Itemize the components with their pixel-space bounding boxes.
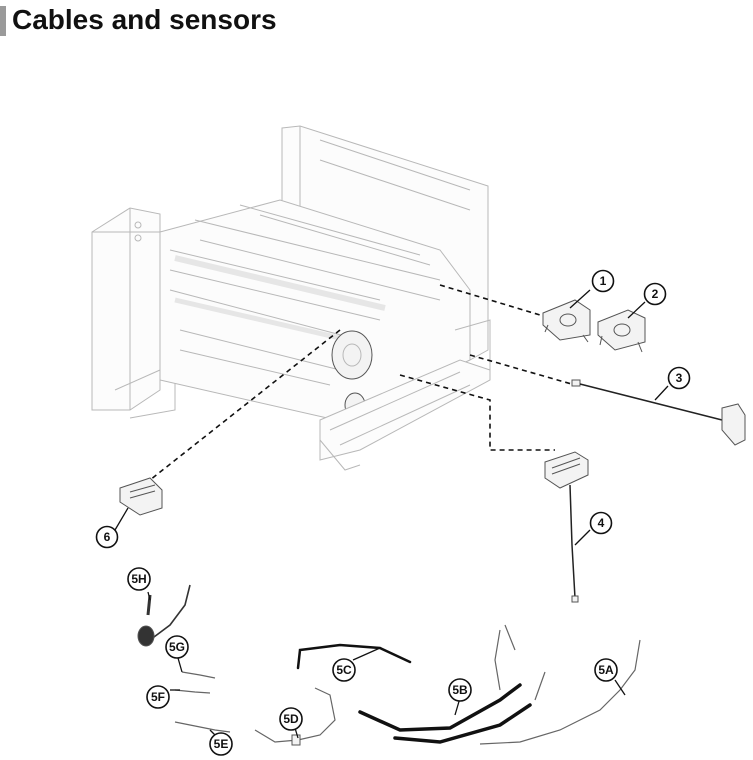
callout-label-5h: 5H (131, 572, 146, 586)
part-4-sensor-cable (544, 451, 589, 603)
callout-2: 2 (643, 282, 667, 306)
cable-5f (174, 689, 211, 694)
page-title: Cables and sensors (12, 4, 277, 35)
callout-leaders (114, 289, 669, 739)
callout-5g: 5G (165, 635, 189, 659)
callout-label-3: 3 (676, 371, 683, 385)
cable-5h (137, 584, 191, 647)
callout-label-5d: 5D (283, 712, 299, 726)
callout-5f: 5F (146, 685, 170, 709)
callout-label-4: 4 (598, 516, 605, 530)
callout-1: 1 (591, 269, 615, 293)
callout-5h: 5H (127, 567, 151, 591)
callout-5b: 5B (448, 678, 472, 702)
callout-5a: 5A (594, 658, 618, 682)
callout-5d: 5D (279, 707, 303, 731)
cable-5e (174, 721, 231, 733)
part-1-sensor (542, 299, 591, 343)
callout-5e: 5E (209, 732, 233, 756)
callout-6: 6 (95, 525, 119, 549)
part-3-sensor-cable (571, 379, 746, 446)
callout-label-5a: 5A (598, 663, 614, 677)
printer-frame (91, 125, 491, 471)
callout-4: 4 (589, 511, 613, 535)
callout-5c: 5C (332, 658, 356, 682)
cable-5d (254, 687, 336, 746)
cable-5b (358, 624, 546, 744)
dashed-leaders (149, 284, 576, 481)
cable-5c (296, 643, 412, 670)
callout-label-5f: 5F (151, 690, 165, 704)
callout-label-6: 6 (104, 530, 111, 544)
part-2-sensor (597, 309, 646, 353)
callout-label-5e: 5E (214, 737, 229, 751)
callout-label-2: 2 (652, 287, 659, 301)
callout-3: 3 (667, 366, 691, 390)
callout-label-5c: 5C (336, 663, 352, 677)
callout-label-1: 1 (600, 274, 607, 288)
callout-label-5b: 5B (452, 683, 468, 697)
callout-label-5g: 5G (169, 640, 185, 654)
title-accent-bar (0, 6, 6, 36)
cable-5a (479, 639, 641, 745)
cable-5g (181, 671, 216, 679)
part-6-sensor (119, 477, 163, 516)
